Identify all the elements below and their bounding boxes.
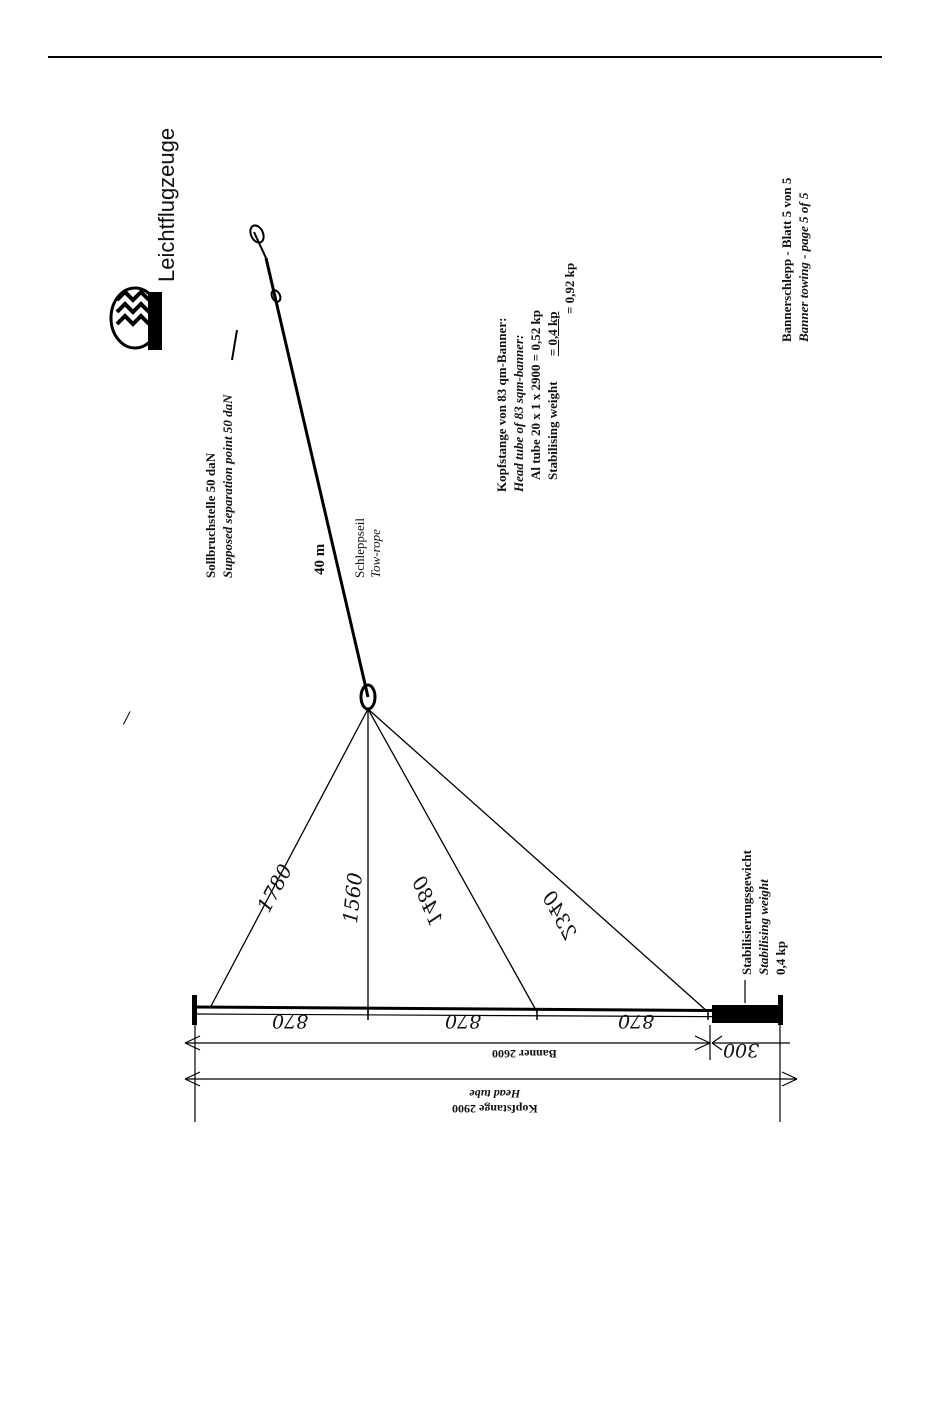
tow-rope-en: Tow-rope (368, 529, 383, 578)
top-rule (48, 56, 882, 58)
head-tube-title-de: Kopfstange von 83 qm-Banner: (494, 317, 509, 492)
head-tube-dim-label: Head tube (469, 1087, 521, 1101)
segment-3: 870 (618, 1010, 655, 1032)
stabilising-row: Stabilising weight = 0,4 kp (544, 263, 561, 492)
page-info-de: Bannerschlepp - Blatt 5 von 5 (779, 177, 794, 342)
al-tube-row: Al tube 20 x 1 x 2900 = 0,52 kp (528, 310, 543, 480)
head-tube (192, 995, 783, 1025)
kopfstange-dimension: Kopfstange 2900 Head tube (452, 1086, 538, 1116)
head-tube-total: = 0,92 kp (562, 262, 577, 314)
logo (109, 286, 162, 350)
stray-mark: / (124, 708, 130, 727)
head-tube-info: Kopfstange von 83 qm-Banner: Head tube o… (493, 263, 578, 492)
banner-dimension: Banner 2600 (492, 1047, 557, 1061)
page-info-en: Banner towing - page 5 of 5 (796, 192, 811, 342)
kopfstange-label: Kopfstange 2900 (452, 1102, 538, 1116)
tow-rope-de: Schleppseil (352, 518, 367, 578)
segment-2: 870 (445, 1010, 482, 1032)
segment-4: 300 (723, 1039, 760, 1061)
stabilising-value: 0,4 kp (773, 941, 788, 975)
segment-1: 870 (272, 1010, 309, 1032)
tow-rope-label: Schleppseil Tow-rope (352, 518, 384, 578)
page-info: Bannerschlepp - Blatt 5 von 5 Banner tow… (778, 178, 812, 342)
stabilising-label: Stabilisierungsgewicht Stabilising weigh… (738, 850, 789, 975)
separation-en: Supposed separation point 50 daN (220, 394, 235, 578)
head-tube-title-en: Head tube of 83 sqm-banner: (511, 334, 526, 492)
stabilising-row-label: Stabilising weight (545, 381, 560, 480)
tow-rope-line (231, 224, 370, 698)
dimension-lines (184, 1025, 798, 1122)
bridle-lines (209, 708, 709, 1015)
separation-label: Sollbruchstelle 50 daN Supposed separati… (202, 395, 236, 578)
stabilising-de: Stabilisierungsgewicht (739, 850, 754, 975)
stabilising-row-value: = 0,4 kp (545, 311, 560, 357)
stabilising-en: Stabilising weight (756, 879, 771, 975)
rope-length: 40 m (312, 543, 328, 575)
separation-de: Sollbruchstelle 50 daN (203, 453, 218, 578)
brand-name: Leichtflugzeuge (154, 127, 179, 282)
